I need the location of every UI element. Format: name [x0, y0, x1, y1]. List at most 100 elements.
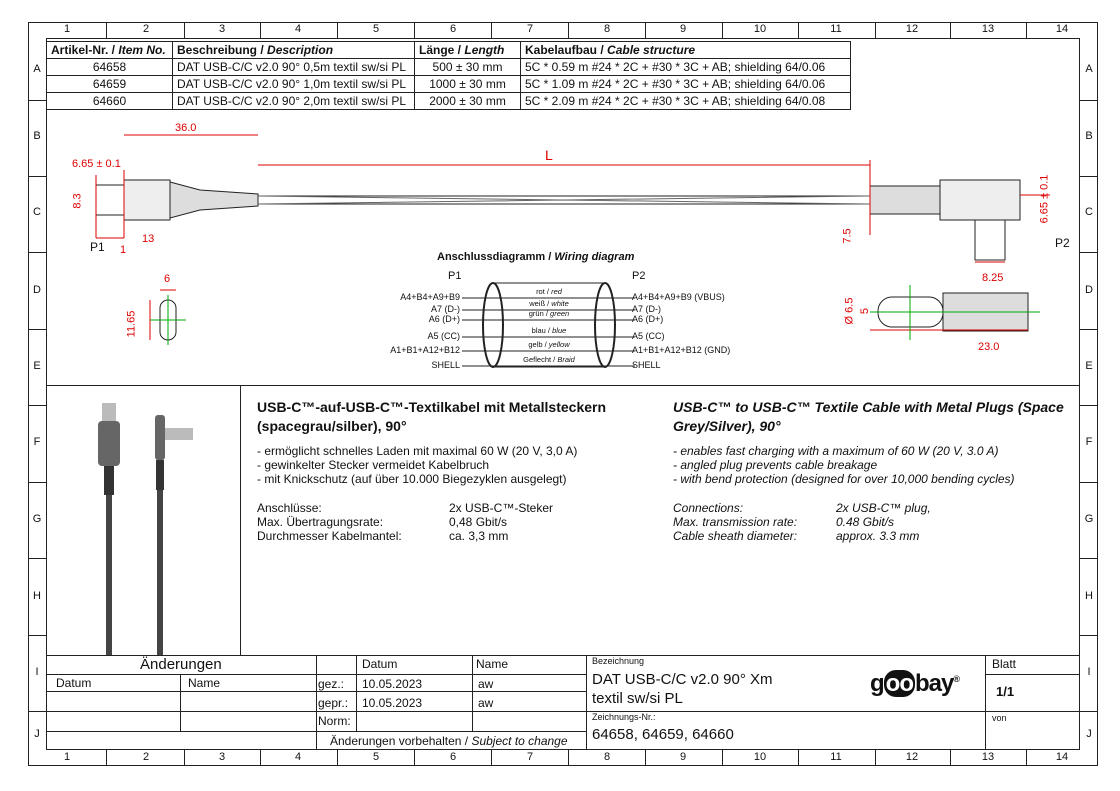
grid-tick — [645, 750, 646, 766]
wiring-p2: P2 — [632, 270, 646, 282]
header-item: Artikel-Nr. / — [51, 43, 116, 57]
english-title: USB-C™ to USB-C™ Textile Cable with Meta… — [673, 399, 1064, 434]
checked-label: gepr.: — [318, 696, 349, 710]
column-label-bottom: 14 — [1055, 751, 1069, 763]
spec-key: Anschlüsse: — [257, 501, 322, 515]
german-bullet: - ermöglicht schnelles Laden mit maximal… — [257, 444, 578, 458]
grid-tick — [414, 750, 415, 766]
wire-color-label: Geflecht / Braid — [523, 355, 575, 364]
spec-key: Max. transmission rate: — [673, 515, 798, 529]
grid-tick — [184, 22, 185, 38]
cell-structure: 5C * 2.09 m #24 * 2C + #30 * 3C + AB; sh… — [520, 92, 851, 110]
drawing-number: 64658, 64659, 64660 — [592, 726, 734, 743]
spec-value: 2x USB-C™ plug, — [836, 501, 931, 515]
designation-line1: DAT USB-C/C v2.0 90° Xm — [592, 671, 773, 688]
grid-tick — [1080, 558, 1098, 559]
grid-tick — [28, 405, 46, 406]
row-label: G — [32, 513, 42, 525]
changes-date-header: Datum — [56, 676, 92, 690]
grid-tick — [260, 750, 261, 766]
grid-tick — [798, 22, 799, 38]
checked-name: aw — [478, 696, 494, 710]
grid-tick — [28, 100, 46, 101]
dim-13: 13 — [142, 233, 155, 245]
grid-tick — [1080, 329, 1098, 330]
header-length-en: Length — [464, 43, 505, 57]
line — [180, 674, 181, 731]
header-length: Länge / — [419, 43, 462, 57]
drawing-frame — [28, 22, 1098, 766]
german-bullet: - gewinkelter Stecker vermeidet Kabelbru… — [257, 458, 490, 472]
name-header: Name — [476, 657, 509, 671]
column-label: 14 — [1055, 23, 1069, 35]
english-bullet: - enables fast charging with a maximum o… — [673, 444, 999, 458]
row-label: H — [33, 590, 41, 602]
line — [316, 655, 317, 750]
row-label: B — [33, 130, 41, 142]
wire-color-label: rot / red — [536, 287, 562, 296]
row-label: E — [33, 360, 41, 372]
column-label: 6 — [449, 23, 457, 35]
grid-tick — [875, 22, 876, 38]
column-label-bottom: 7 — [526, 751, 534, 763]
spec-key: Cable sheath diameter: — [673, 529, 798, 543]
column-label-bottom: 12 — [905, 751, 919, 763]
row-label-right: H — [1085, 590, 1093, 602]
dim-23: 23.0 — [978, 341, 1000, 353]
dim-825: 8.25 — [982, 272, 1004, 284]
dim-665-right: 6.65 ± 0.1 — [1038, 174, 1051, 224]
grid-tick — [106, 22, 107, 38]
english-bullet: - angled plug prevents cable breakage — [673, 458, 878, 472]
column-label-bottom: 2 — [142, 751, 150, 763]
row-label-right: J — [1086, 728, 1092, 740]
grid-tick — [28, 558, 46, 559]
german-bullet: - mit Knickschutz (auf über 10.000 Biege… — [257, 472, 567, 486]
column-label: 4 — [294, 23, 302, 35]
row-label-right: E — [1085, 360, 1093, 372]
wire-color-label: gelb / yellow — [528, 340, 570, 349]
photo-divider — [240, 385, 241, 655]
column-label-bottom: 8 — [603, 751, 611, 763]
subject-to-change: Änderungen vorbehalten / Subject to chan… — [330, 734, 568, 748]
english-section: USB-C™ to USB-C™ Textile Cable with Meta… — [673, 398, 1073, 543]
designation-line2: textil sw/si PL — [592, 690, 683, 707]
grid-tick — [491, 22, 492, 38]
header-structure: Kabelaufbau / — [525, 43, 604, 57]
row-label-right: A — [1085, 63, 1093, 75]
german-title: USB-C™-auf-USB-C™-Textilkabel mit Metall… — [257, 399, 607, 434]
dim-36: 36.0 — [175, 122, 197, 134]
row-label: D — [33, 284, 41, 296]
column-label-bottom: 9 — [679, 751, 687, 763]
header-desc: Beschreibung / — [177, 43, 264, 57]
cell-desc: DAT USB-C/C v2.0 90° 2,0m textil sw/si P… — [172, 92, 415, 110]
grid-tick — [337, 750, 338, 766]
grid-tick — [28, 176, 46, 177]
header-item-en: Item No. — [118, 43, 166, 57]
wiring-title: Anschlussdiagramm / Wiring diagram — [437, 251, 635, 263]
column-label-bottom: 3 — [218, 751, 226, 763]
column-label-bottom: 13 — [981, 751, 995, 763]
wire-left-label: A6 (D+) — [428, 314, 460, 324]
column-label-bottom: 10 — [753, 751, 767, 763]
grid-tick — [875, 750, 876, 766]
row-label-right: F — [1085, 436, 1093, 448]
grid-tick — [645, 22, 646, 38]
header-structure-en: Cable structure — [607, 43, 696, 57]
column-label-bottom: 4 — [294, 751, 302, 763]
title-block-top — [46, 655, 1080, 656]
column-label: 10 — [753, 23, 767, 35]
wire-left-label: A4+B4+A9+B9 — [400, 292, 460, 302]
wire-right-label: A4+B4+A9+B9 (VBUS) — [632, 292, 725, 302]
norm-label: Norm: — [318, 714, 351, 728]
drawing-inner-frame — [46, 38, 1080, 750]
grid-tick — [1080, 482, 1098, 483]
column-label: 5 — [372, 23, 380, 35]
spec-value: 0,48 Gbit/s — [449, 515, 508, 529]
column-label: 3 — [218, 23, 226, 35]
goobay-logo: goobay® — [870, 670, 960, 697]
row-label: F — [33, 436, 41, 448]
row-label-right: C — [1085, 206, 1093, 218]
grid-tick — [414, 22, 415, 38]
grid-tick — [1080, 100, 1098, 101]
